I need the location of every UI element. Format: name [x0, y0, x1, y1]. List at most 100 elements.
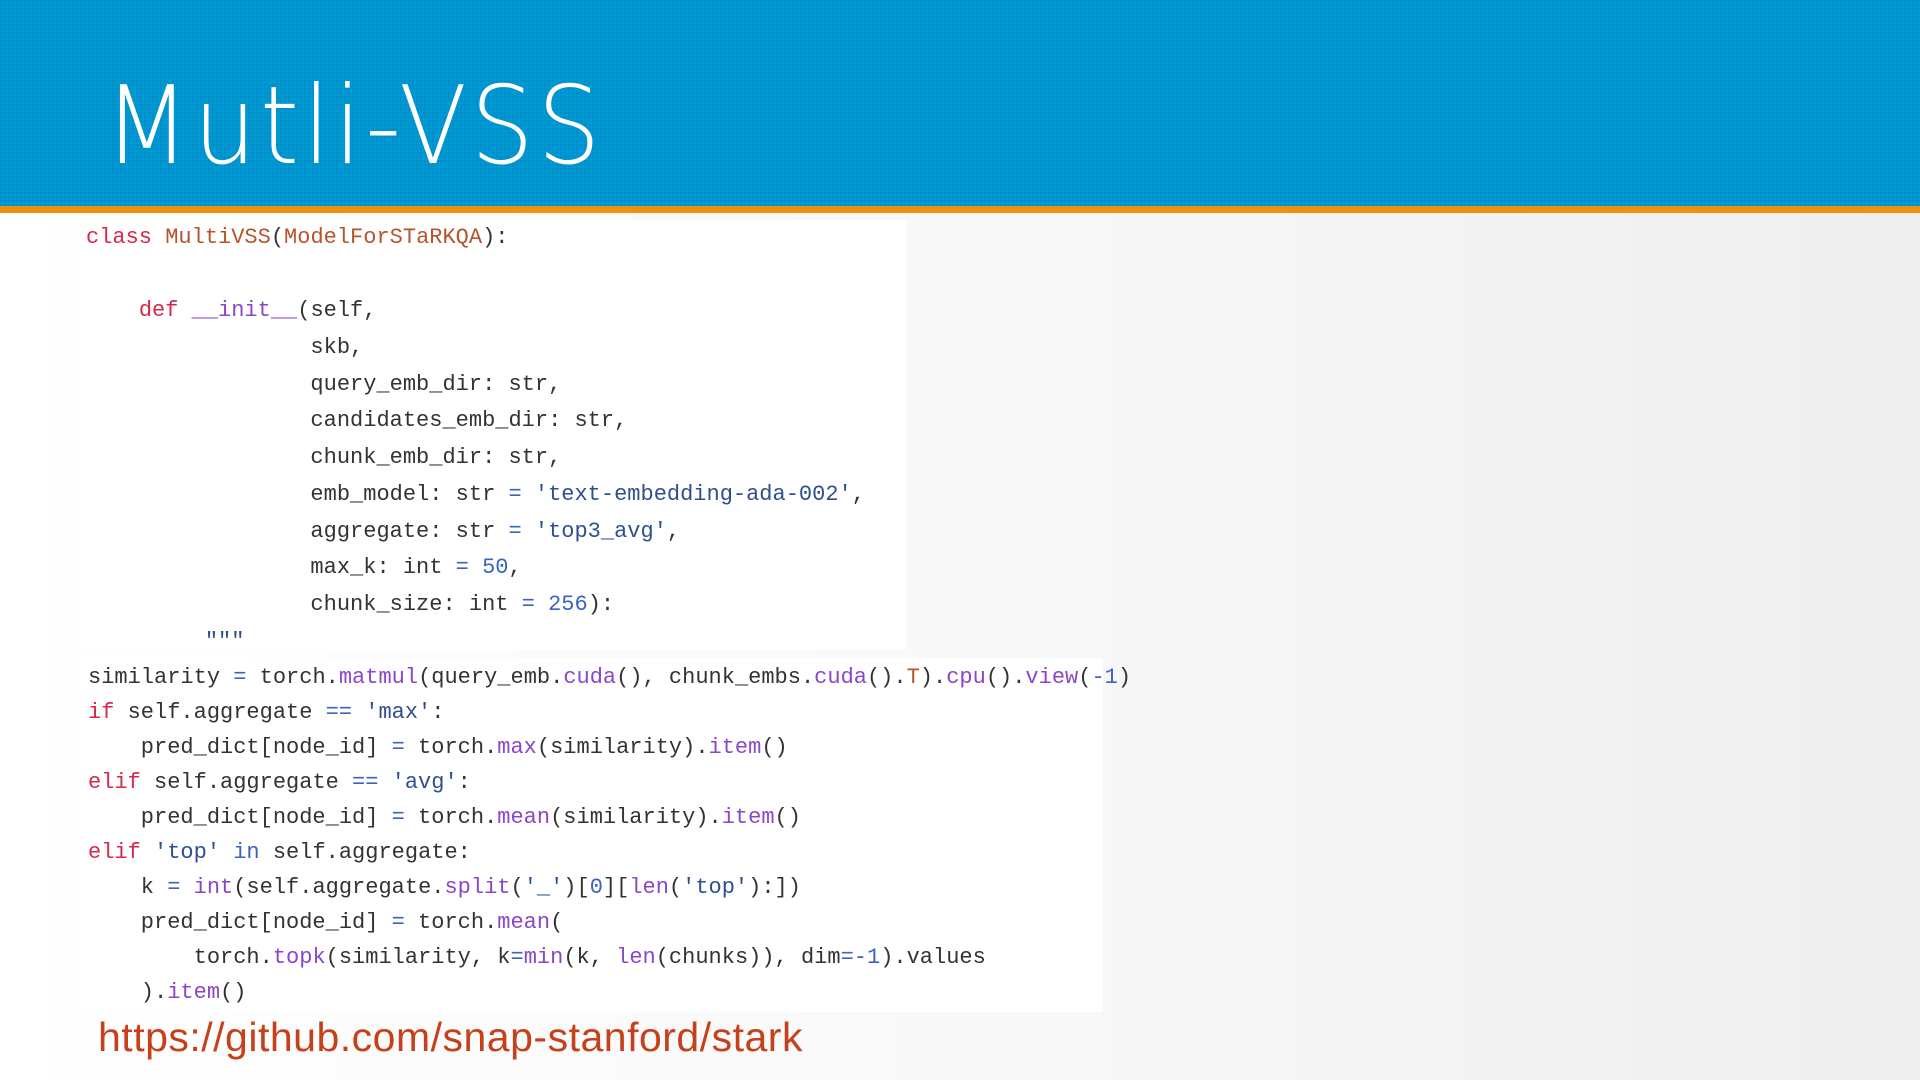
source-link[interactable]: https://github.com/snap-stanford/stark: [98, 1014, 803, 1060]
code-token: torch.: [88, 945, 273, 970]
code-token: =: [233, 665, 247, 690]
code-token: ,: [851, 481, 865, 507]
code-token: matmul: [338, 665, 419, 690]
code-token: (similarity).: [550, 805, 722, 830]
code-token: =: [508, 518, 522, 544]
code-token: ).values: [880, 945, 986, 970]
code-token: chunk_size: int: [86, 591, 522, 617]
code-token: ):: [482, 225, 509, 250]
code-token: 0: [589, 875, 603, 900]
code-token: :: [457, 770, 471, 795]
code-token: =-1: [840, 945, 881, 970]
accent-divider: [0, 206, 1920, 213]
code-token: torch.: [404, 805, 498, 830]
code-line: similarity = torch.matmul(query_emb.cuda…: [76, 660, 1131, 695]
code-token: T: [906, 665, 920, 690]
code-line: query_emb_dir: str,: [76, 367, 906, 404]
code-token: 50: [482, 555, 509, 581]
code-token: =: [521, 591, 535, 617]
code-token: len: [616, 945, 656, 970]
code-token: in: [233, 840, 260, 865]
code-line: def __init__(self,: [76, 293, 906, 330]
code-token: item: [708, 735, 762, 760]
code-token: ModelForSTaRKQA: [284, 225, 483, 250]
code-token: similarity: [88, 665, 234, 690]
code-token: ).: [919, 665, 947, 690]
code-block-aggregation: similarity = torch.matmul(query_emb.cuda…: [76, 658, 1131, 1012]
code-token: [522, 519, 535, 544]
code-token: aggregate: str: [86, 518, 509, 544]
code-line: chunk_size: int = 256):: [76, 587, 906, 624]
code-token: self.aggregate: [140, 770, 353, 795]
code-token: torch.: [404, 910, 498, 935]
code-line: if self.aggregate == 'max':: [76, 695, 1103, 730]
code-token: cuda: [814, 665, 867, 690]
code-token: (: [550, 910, 564, 935]
code-token: __init__: [191, 298, 298, 324]
code-token: ):]): [748, 875, 801, 900]
code-token: 'max': [365, 700, 432, 725]
code-token: item: [721, 805, 775, 830]
code-token: ,: [508, 555, 522, 581]
code-token: [86, 298, 139, 323]
code-token: self.aggregate: [114, 700, 326, 725]
code-token: )[: [563, 875, 590, 900]
code-token: elif: [88, 770, 141, 795]
code-token: =: [510, 945, 524, 970]
code-token: =: [508, 481, 522, 507]
code-token: ==: [352, 770, 379, 795]
code-token: (chunks)), dim: [655, 945, 841, 970]
code-token: ().: [866, 665, 907, 690]
code-token: pred_dict[node_id]: [88, 805, 392, 830]
code-token: self.aggregate:: [259, 840, 471, 865]
code-token: topk: [272, 945, 326, 970]
code-line: k = int(self.aggregate.split('_')[0][len…: [76, 870, 1103, 905]
code-token: [535, 592, 548, 617]
code-token: int: [193, 875, 234, 900]
code-token: cpu: [946, 665, 986, 690]
code-token: [378, 770, 391, 795]
code-token: 'top': [154, 840, 221, 865]
code-token: min: [523, 945, 564, 970]
code-token: 'text-embedding-ada-002': [534, 481, 852, 507]
code-token: view: [1025, 665, 1079, 690]
code-token: k: [88, 875, 168, 900]
code-token: '_': [523, 875, 564, 900]
code-token: 'top': [682, 875, 749, 900]
code-token: max: [497, 735, 537, 760]
code-token: skb,: [86, 335, 364, 361]
code-line: chunk_emb_dir: str,: [76, 440, 906, 477]
code-token: (: [1078, 665, 1092, 690]
code-token: pred_dict[node_id]: [88, 735, 392, 760]
code-line: skb,: [76, 330, 906, 367]
code-token: (: [270, 225, 285, 250]
code-token: candidates_emb_dir: str,: [86, 408, 628, 434]
code-line: candidates_emb_dir: str,: [76, 403, 906, 440]
slide-title: Mutli-VSS: [104, 64, 605, 189]
code-token: (similarity, k: [325, 945, 511, 970]
code-line: class MultiVSS(ModelForSTaRKQA):: [76, 220, 906, 257]
code-token: class: [86, 225, 166, 250]
code-block-class-definition: class MultiVSS(ModelForSTaRKQA): def __i…: [76, 220, 906, 654]
code-token: cuda: [563, 665, 617, 690]
code-line: max_k: int = 50,: [76, 550, 906, 587]
code-token: [522, 482, 535, 507]
code-token: =: [391, 910, 405, 935]
code-token: (): [220, 980, 247, 1005]
code-token: (k,: [563, 945, 617, 970]
code-token: ).: [88, 980, 168, 1005]
code-token: 'top3_avg': [534, 518, 667, 544]
code-token: (), chunk_embs.: [616, 665, 815, 690]
code-token: -1: [1091, 665, 1118, 690]
code-token: (query_emb.: [418, 665, 564, 690]
code-token: (: [510, 875, 524, 900]
code-token: chunk_emb_dir: str,: [86, 445, 562, 471]
code-token: =: [391, 805, 405, 830]
code-line: [76, 257, 906, 294]
code-token: ):: [587, 591, 615, 617]
code-token: (: [668, 875, 683, 900]
code-token: [141, 840, 154, 865]
code-token: (similarity).: [536, 735, 709, 760]
code-token: ][: [602, 875, 630, 900]
code-token: mean: [497, 805, 551, 830]
